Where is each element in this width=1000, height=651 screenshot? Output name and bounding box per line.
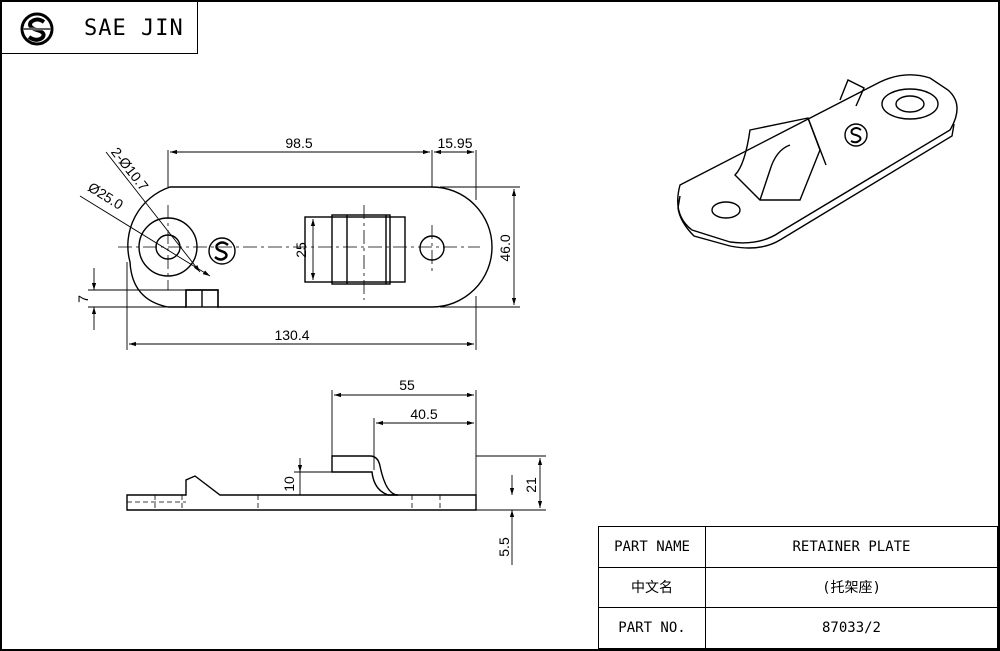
sae-jin-s-logo-icon [20,12,54,46]
title-value: 87033/2 [705,607,998,649]
title-value: RETAINER PLATE [705,526,998,568]
title-row-chinese-name: 中文名 (托架座) [598,566,998,609]
side-hidden-lines [127,495,441,510]
isometric-view [677,74,958,249]
title-label: PART NAME [598,526,706,568]
side-dimension-text: 55 40.5 10 21 5.5 [281,377,539,557]
dim-boss-dia: Ø25.0 [85,179,126,213]
title-row-part-name: PART NAME RETAINER PLATE [598,526,998,568]
top-centerlines [118,205,480,300]
brand-box: SAE JIN [2,2,198,54]
dim-bracket-inner: 40.5 [410,406,437,422]
title-block: PART NAME RETAINER PLATE 中文名 (托架座) PART … [598,526,998,649]
dim-overall-length: 130.4 [274,327,309,343]
dim-center-span: 98.5 [285,135,312,151]
dim-total-height: 21 [523,477,539,493]
dim-thickness: 5.5 [496,537,512,557]
side-plate [126,475,477,511]
dim-hole-dia: 2-Ø10.7 [108,144,152,194]
dim-overall-width: 46.0 [497,234,513,261]
bracket-slot [304,216,406,283]
dim-bracket-length: 55 [399,377,415,393]
top-dimensions [79,149,520,350]
title-label: 中文名 [598,566,706,609]
title-label: PART NO. [598,607,706,649]
side-dimensions [294,390,546,565]
dim-slot-width: 25 [293,242,309,258]
dim-tab-height: 7 [75,295,91,303]
side-bracket [331,455,399,496]
dim-end-offset: 15.95 [437,135,472,151]
brand-name: SAE JIN [84,16,184,41]
plate-s-logo-icon [208,237,236,265]
side-view [126,455,477,511]
title-value: (托架座) [705,566,998,609]
dim-step-height: 10 [281,476,297,492]
plate-outline [127,186,493,308]
title-row-part-no: PART NO. 87033/2 [598,607,998,649]
